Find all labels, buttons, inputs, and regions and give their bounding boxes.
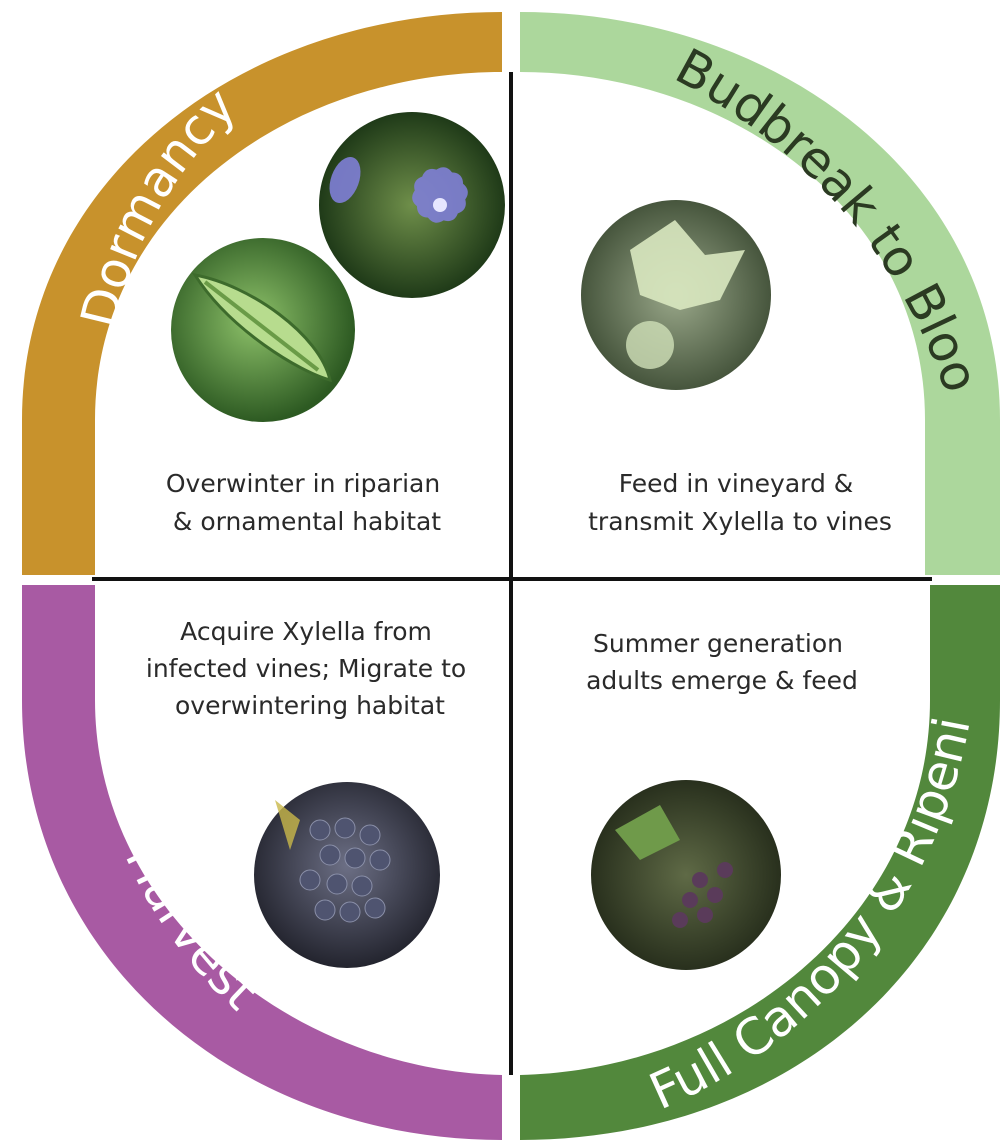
harvest-description: Acquire Xylella from infected vines; Mig… [146,617,474,720]
dormancy-description: Overwinter in riparian & ornamental habi… [166,469,448,536]
ripening-grape-cluster-photo [591,780,781,970]
canopy-description: Summer generation adults emerge & feed [586,629,858,695]
grape-leaf-photo [581,200,771,390]
periwinkle-flower-photo [319,112,505,298]
budbreak-description: Feed in vineyard & transmit Xylella to v… [588,469,892,536]
sharpshooter-insect-photo [171,238,355,422]
dark-grape-bunch-photo [254,782,440,968]
